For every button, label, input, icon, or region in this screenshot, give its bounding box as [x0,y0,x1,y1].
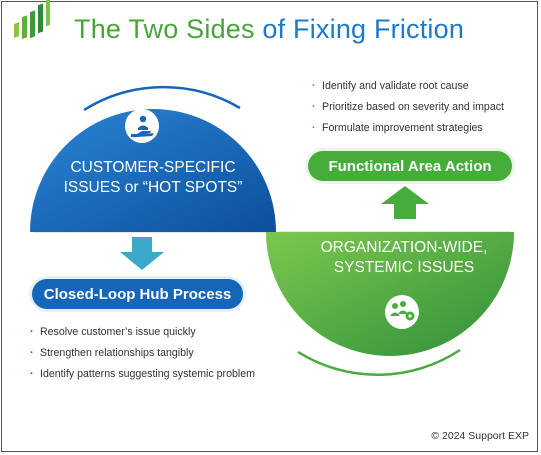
page-title: The Two Sides of Fixing Friction [74,14,464,45]
bullet-dot: · [312,122,316,134]
team-settings-icon [385,295,419,329]
closed-loop-hub-process-label: Closed-Loop Hub Process [32,279,243,309]
logo-icon [14,0,50,40]
blue-arc-line [83,85,241,112]
blue-half-circle [30,109,276,232]
title-part-2: of Fixing Friction [262,14,465,44]
green-arc-line [297,348,461,376]
bullet-dot: · [30,326,34,338]
bullet-dot: · [312,101,316,113]
heading-line: SYSTEMIC ISSUES [333,259,475,276]
title-part-1: The Two Sides [74,14,263,44]
heading-line: ORGANIZATION-WIDE, [320,239,488,256]
green-half-circle [266,232,514,356]
bullet-dot: · [30,368,34,380]
down-arrow-icon [120,237,164,270]
organization-wide-heading: ORGANIZATION-WIDE, SYSTEMIC ISSUES [296,238,512,278]
list-item-text: Formulate improvement strategies [322,122,483,134]
list-item-text: Identify patterns suggesting systemic pr… [40,368,255,380]
right-bullet-list: · Identify and validate root cause · Prior… [312,76,504,139]
heading-line: CUSTOMER-SPECIFIC [70,159,236,176]
list-item-text: Strengthen relationships tangibly [40,347,194,359]
customer-specific-heading: CUSTOMER-SPECIFIC ISSUES or “HOT SPOTS” [40,158,266,198]
list-item-text: Resolve customer’s issue quickly [40,326,196,338]
list-item-text: Identify and validate root cause [322,80,469,92]
bullet-dot: · [312,80,316,92]
left-bullet-list: · Resolve customer’s issue quickly · Stren… [30,322,255,385]
list-item: · Formulate improvement strategies [312,118,504,139]
heading-line: ISSUES or “HOT SPOTS” [63,179,243,196]
list-item: · Identify patterns suggesting systemic p… [30,364,255,385]
up-arrow-icon [381,186,429,219]
list-item: · Resolve customer’s issue quickly [30,322,255,343]
list-item-text: Prioritize based on severity and impact [322,101,504,113]
copyright-text: © 2024 Support EXP [431,430,529,442]
bullet-dot: · [30,347,34,359]
list-item: · Identify and validate root cause [312,76,504,97]
list-item: · Strengthen relationships tangibly [30,343,255,364]
functional-area-action-label: Functional Area Action [308,151,512,181]
list-item: · Prioritize based on severity and impact [312,97,504,118]
customer-service-icon [125,109,159,143]
